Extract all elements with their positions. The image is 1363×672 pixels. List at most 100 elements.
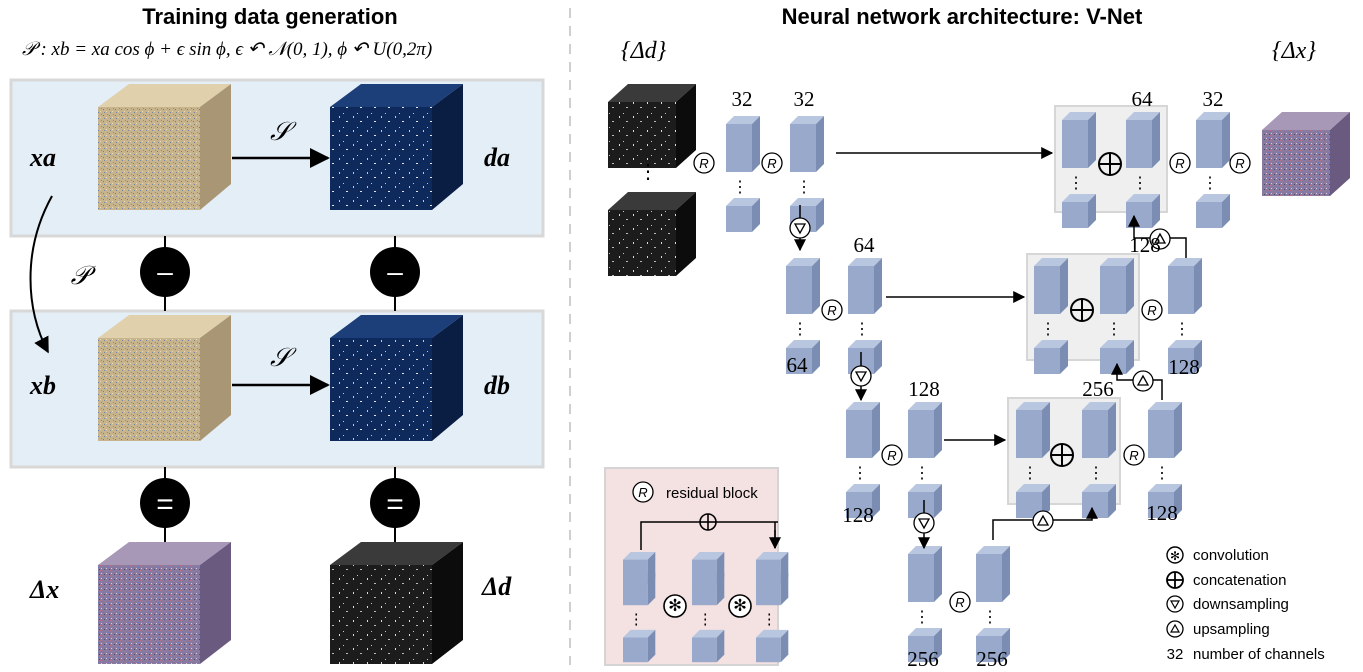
- residual-op-enc1b: R: [761, 152, 783, 174]
- left-title: Training data generation: [142, 4, 397, 29]
- stack-dec2-b: ⋮: [1100, 258, 1134, 374]
- inset-stacks: ⋮ ⋮ ⋮ R ✻ ✻: [623, 481, 789, 663]
- input-cube-bottom: [608, 192, 696, 276]
- residual-op-bottleneck: R: [949, 591, 971, 613]
- right-title: Neural network architecture: V-Net: [782, 4, 1143, 29]
- stack-bottleneck-a: ⋮: [908, 546, 942, 662]
- stack-dec3-c: ⋮: [1148, 402, 1182, 518]
- operator-symbols: R R R R R R R R R: [693, 152, 1251, 613]
- inset-conv-op-1: ✻: [663, 594, 687, 618]
- channel-dec1-top: 64: [1132, 87, 1154, 111]
- svg-text:=: =: [156, 488, 174, 521]
- cube-delta-x: [98, 542, 231, 664]
- svg-text:⋮: ⋮: [1088, 465, 1104, 482]
- svg-text:⋮: ⋮: [982, 609, 998, 626]
- feature-stacks: ⋮ ⋮ ⋮ ⋮ ⋮ ⋮ ⋮ ⋮ ⋮ ⋮ ⋮ ⋮ ⋮ ⋮ ⋮ ⋮ ⋮: [726, 112, 1230, 662]
- channel-dec2-right: 128: [1168, 355, 1200, 379]
- svg-text:⋮: ⋮: [1202, 175, 1218, 192]
- residual-op-enc2: R: [821, 299, 843, 321]
- label-delta-x: Δx: [29, 575, 59, 604]
- residual-op-dec1b: R: [1229, 152, 1251, 174]
- channel-enc3-top: 128: [908, 377, 940, 401]
- input-cube-top: [608, 84, 696, 168]
- cube-db: [330, 315, 463, 441]
- inset-concat-symbol: [699, 513, 717, 531]
- svg-text:⋮: ⋮: [732, 179, 748, 196]
- legend-item-concat: concatenation: [1166, 571, 1286, 589]
- upsample-op-3: [1149, 228, 1171, 250]
- svg-text:=: =: [386, 488, 404, 521]
- inset-residual-symbol: R: [632, 481, 654, 503]
- label-db: db: [484, 371, 510, 400]
- svg-text:R: R: [699, 156, 708, 171]
- stack-enc1-b: ⋮: [790, 116, 824, 232]
- inset-stack-c: ⋮: [756, 552, 789, 663]
- legend-label: convolution: [1193, 547, 1269, 564]
- legend-item-conv: ✻ convolution: [1166, 546, 1269, 564]
- perturbation-label: 𝒫: [71, 261, 97, 290]
- equals-operator-left: =: [140, 478, 190, 528]
- label-xb: xb: [29, 371, 56, 400]
- svg-text:⋮: ⋮: [796, 179, 812, 196]
- svg-text:⋮: ⋮: [1174, 321, 1190, 338]
- svg-text:⋮: ⋮: [1106, 321, 1122, 338]
- svg-text:⋮: ⋮: [854, 321, 870, 338]
- channel-bot-b: 256: [976, 647, 1008, 671]
- label-da: da: [484, 143, 510, 172]
- cube-xb: [98, 315, 231, 441]
- residual-op-dec3: R: [1123, 444, 1145, 466]
- svg-text:32: 32: [1167, 646, 1184, 663]
- residual-op-dec2: R: [1141, 299, 1163, 321]
- input-ellipsis: ⋮: [638, 161, 658, 183]
- svg-text:⋮: ⋮: [1154, 465, 1170, 482]
- svg-text:R: R: [767, 156, 776, 171]
- cube-da: [330, 84, 463, 210]
- perturbation-arrow: [29, 195, 53, 354]
- stack-dec2-a: ⋮: [1034, 258, 1068, 374]
- svg-text:R: R: [955, 595, 964, 610]
- inset-stack-b: ⋮: [692, 552, 725, 663]
- concat-op-3: [1050, 443, 1074, 467]
- stack-enc1-a: ⋮: [726, 116, 760, 232]
- downsample-op-1: [789, 217, 811, 239]
- cube-xa: [98, 84, 231, 210]
- output-label: {Δx}: [1272, 38, 1316, 64]
- concat-op-2: [1070, 298, 1094, 322]
- label-xa: xa: [29, 143, 56, 172]
- channel-dec1-right: 32: [1203, 87, 1224, 111]
- stack-dec1-a: ⋮: [1062, 112, 1096, 228]
- svg-text:⋮: ⋮: [852, 465, 868, 482]
- stack-enc3-a: ⋮: [846, 402, 880, 518]
- channel-dec3-top: 256: [1082, 377, 1114, 401]
- svg-text:⋮: ⋮: [1068, 175, 1084, 192]
- svg-text:✻: ✻: [733, 596, 747, 615]
- svg-text:⋮: ⋮: [1022, 465, 1038, 482]
- channel-enc1-a: 32: [732, 87, 753, 111]
- cube-delta-d: [330, 542, 463, 664]
- stack-dec1-b: ⋮: [1126, 112, 1160, 228]
- legend-label: downsampling: [1193, 596, 1289, 613]
- svg-text:R: R: [1175, 156, 1184, 171]
- perturbation-equation: 𝒫 : xb = xa cos ϕ + ϵ sin ϕ, ϵ ↶ 𝒩(0, 1)…: [22, 39, 432, 60]
- svg-text:⋮: ⋮: [914, 465, 930, 482]
- output-cube: [1262, 112, 1350, 196]
- upsample-op-2: [1132, 370, 1154, 392]
- input-label: {Δd}: [621, 38, 667, 64]
- channel-dec3-right: 128: [1146, 501, 1178, 525]
- svg-text:R: R: [1147, 303, 1156, 318]
- downsample-op-3: [913, 512, 935, 534]
- residual-op-enc1: R: [693, 152, 715, 174]
- minus-operator-right: –: [370, 247, 420, 297]
- stack-dec3-a: ⋮: [1016, 402, 1050, 518]
- svg-text:–: –: [157, 256, 173, 287]
- upsample-op-1: [1032, 510, 1054, 532]
- inset-stack-a: ⋮: [623, 552, 656, 663]
- residual-op-enc3: R: [881, 444, 903, 466]
- equals-operator-right: =: [370, 478, 420, 528]
- channel-dec2-top: 128: [1129, 233, 1161, 257]
- channel-enc1-b: 32: [794, 87, 815, 111]
- svg-text:✻: ✻: [1170, 549, 1180, 563]
- channel-bot-a: 256: [907, 647, 939, 671]
